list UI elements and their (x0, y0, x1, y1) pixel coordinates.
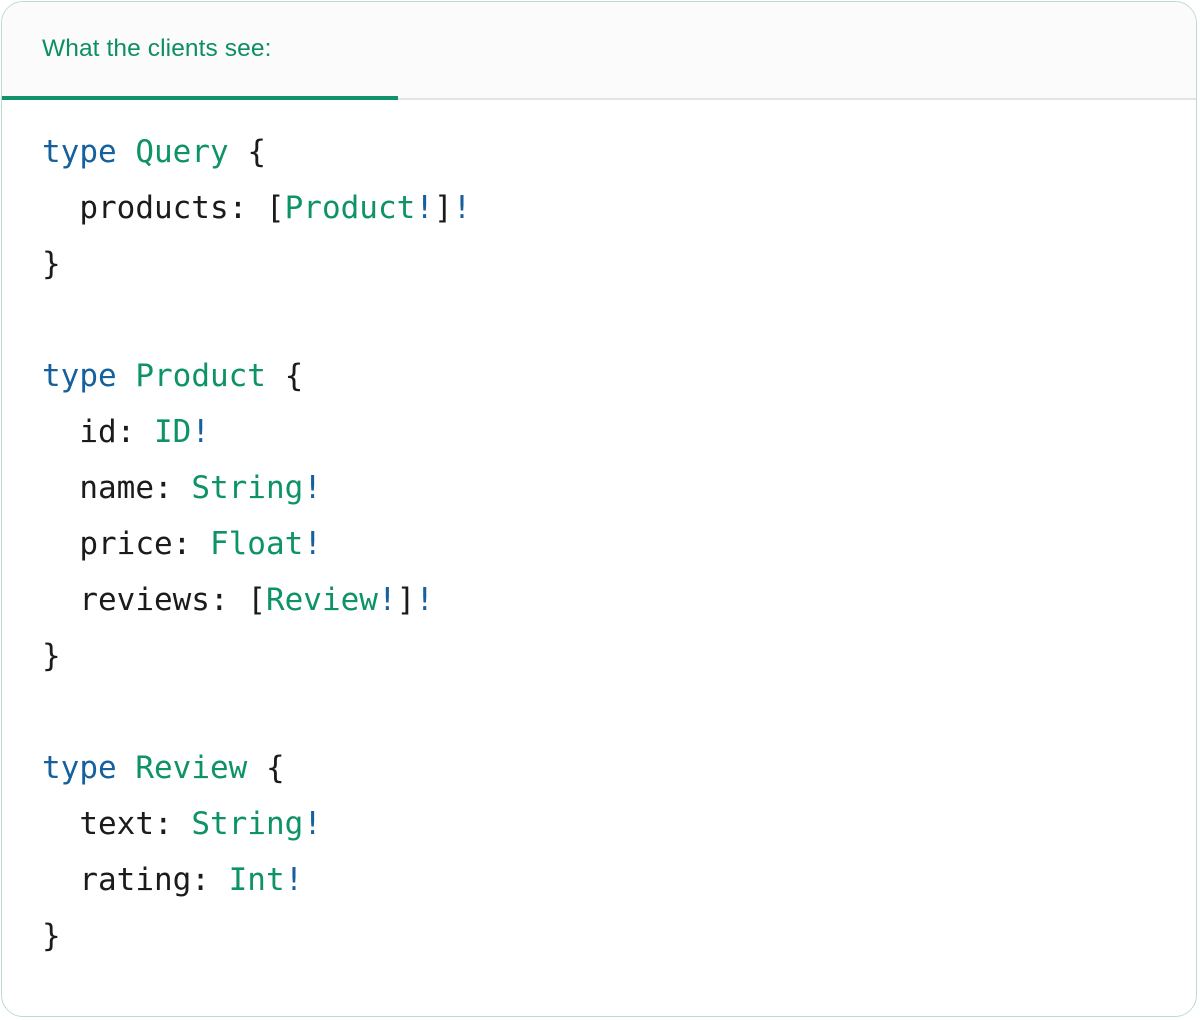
tab-label: What the clients see: (42, 34, 272, 62)
code-token-type: Review (135, 750, 248, 786)
code-token-punct: ] (396, 582, 416, 618)
code-token-punct (117, 750, 136, 786)
code-token-type: Float (209, 526, 304, 562)
code-line: name: String! (42, 460, 1196, 516)
code-token-type: Product (135, 358, 266, 394)
code-token-field: reviews: (42, 582, 248, 618)
code-token-type: Int (228, 862, 285, 898)
card-header: What the clients see: (2, 2, 1196, 100)
code-token-kw: type (42, 750, 117, 786)
code-token-bang: ! (303, 470, 322, 506)
code-token-field: text: (42, 806, 192, 842)
code-token-punct: } (42, 246, 61, 282)
code-token-type: Product (284, 190, 416, 226)
tab-what-the-clients-see[interactable]: What the clients see: (2, 2, 398, 100)
code-token-bang: ! (415, 190, 434, 226)
code-token-type: ID (153, 414, 192, 450)
code-token-punct: { (247, 750, 285, 786)
code-token-kw: type (42, 134, 117, 170)
code-token-field: name: (42, 470, 192, 506)
code-token-type: String (191, 470, 304, 506)
code-token-bang: ! (377, 582, 397, 618)
code-token-bang: ! (452, 190, 472, 226)
code-token-punct: ] (433, 190, 453, 226)
code-token-field: id: (42, 414, 154, 450)
code-line (42, 292, 1196, 348)
code-line (42, 684, 1196, 740)
code-line: reviews: [Review!]! (42, 572, 1196, 628)
code-token-type: String (191, 806, 304, 842)
code-token-punct (117, 134, 136, 170)
code-token-bang: ! (303, 806, 322, 842)
code-token-field: rating: (42, 862, 229, 898)
code-token-field: price: (42, 526, 210, 562)
code-token-punct: } (42, 638, 61, 674)
code-token-kw: type (42, 358, 117, 394)
code-token-punct: } (42, 918, 61, 954)
code-token-bang: ! (284, 862, 304, 898)
code-line: } (42, 236, 1196, 292)
code-line: rating: Int! (42, 852, 1196, 908)
code-line: id: ID! (42, 404, 1196, 460)
code-body: type Query { products: [Product!]!} type… (2, 100, 1196, 1016)
code-token-bang: ! (303, 526, 322, 562)
code-token-bang: ! (415, 582, 434, 618)
code-token-punct: [ (265, 190, 285, 226)
code-token-bang: ! (191, 414, 210, 450)
code-line: price: Float! (42, 516, 1196, 572)
code-line: text: String! (42, 796, 1196, 852)
code-line: type Query { (42, 124, 1196, 180)
code-token-punct (117, 358, 136, 394)
code-token-punct: [ (247, 582, 266, 618)
code-token-type: Query (135, 134, 229, 170)
graphql-schema-code[interactable]: type Query { products: [Product!]!} type… (2, 124, 1196, 964)
code-line: products: [Product!]! (42, 180, 1196, 236)
code-token-punct: { (265, 358, 304, 394)
code-line: type Review { (42, 740, 1196, 796)
code-token-type: Review (265, 582, 378, 618)
code-token-field: products: (42, 190, 266, 226)
code-line: } (42, 628, 1196, 684)
code-line: } (42, 908, 1196, 964)
code-line: type Product { (42, 348, 1196, 404)
code-token-punct: { (228, 134, 266, 170)
